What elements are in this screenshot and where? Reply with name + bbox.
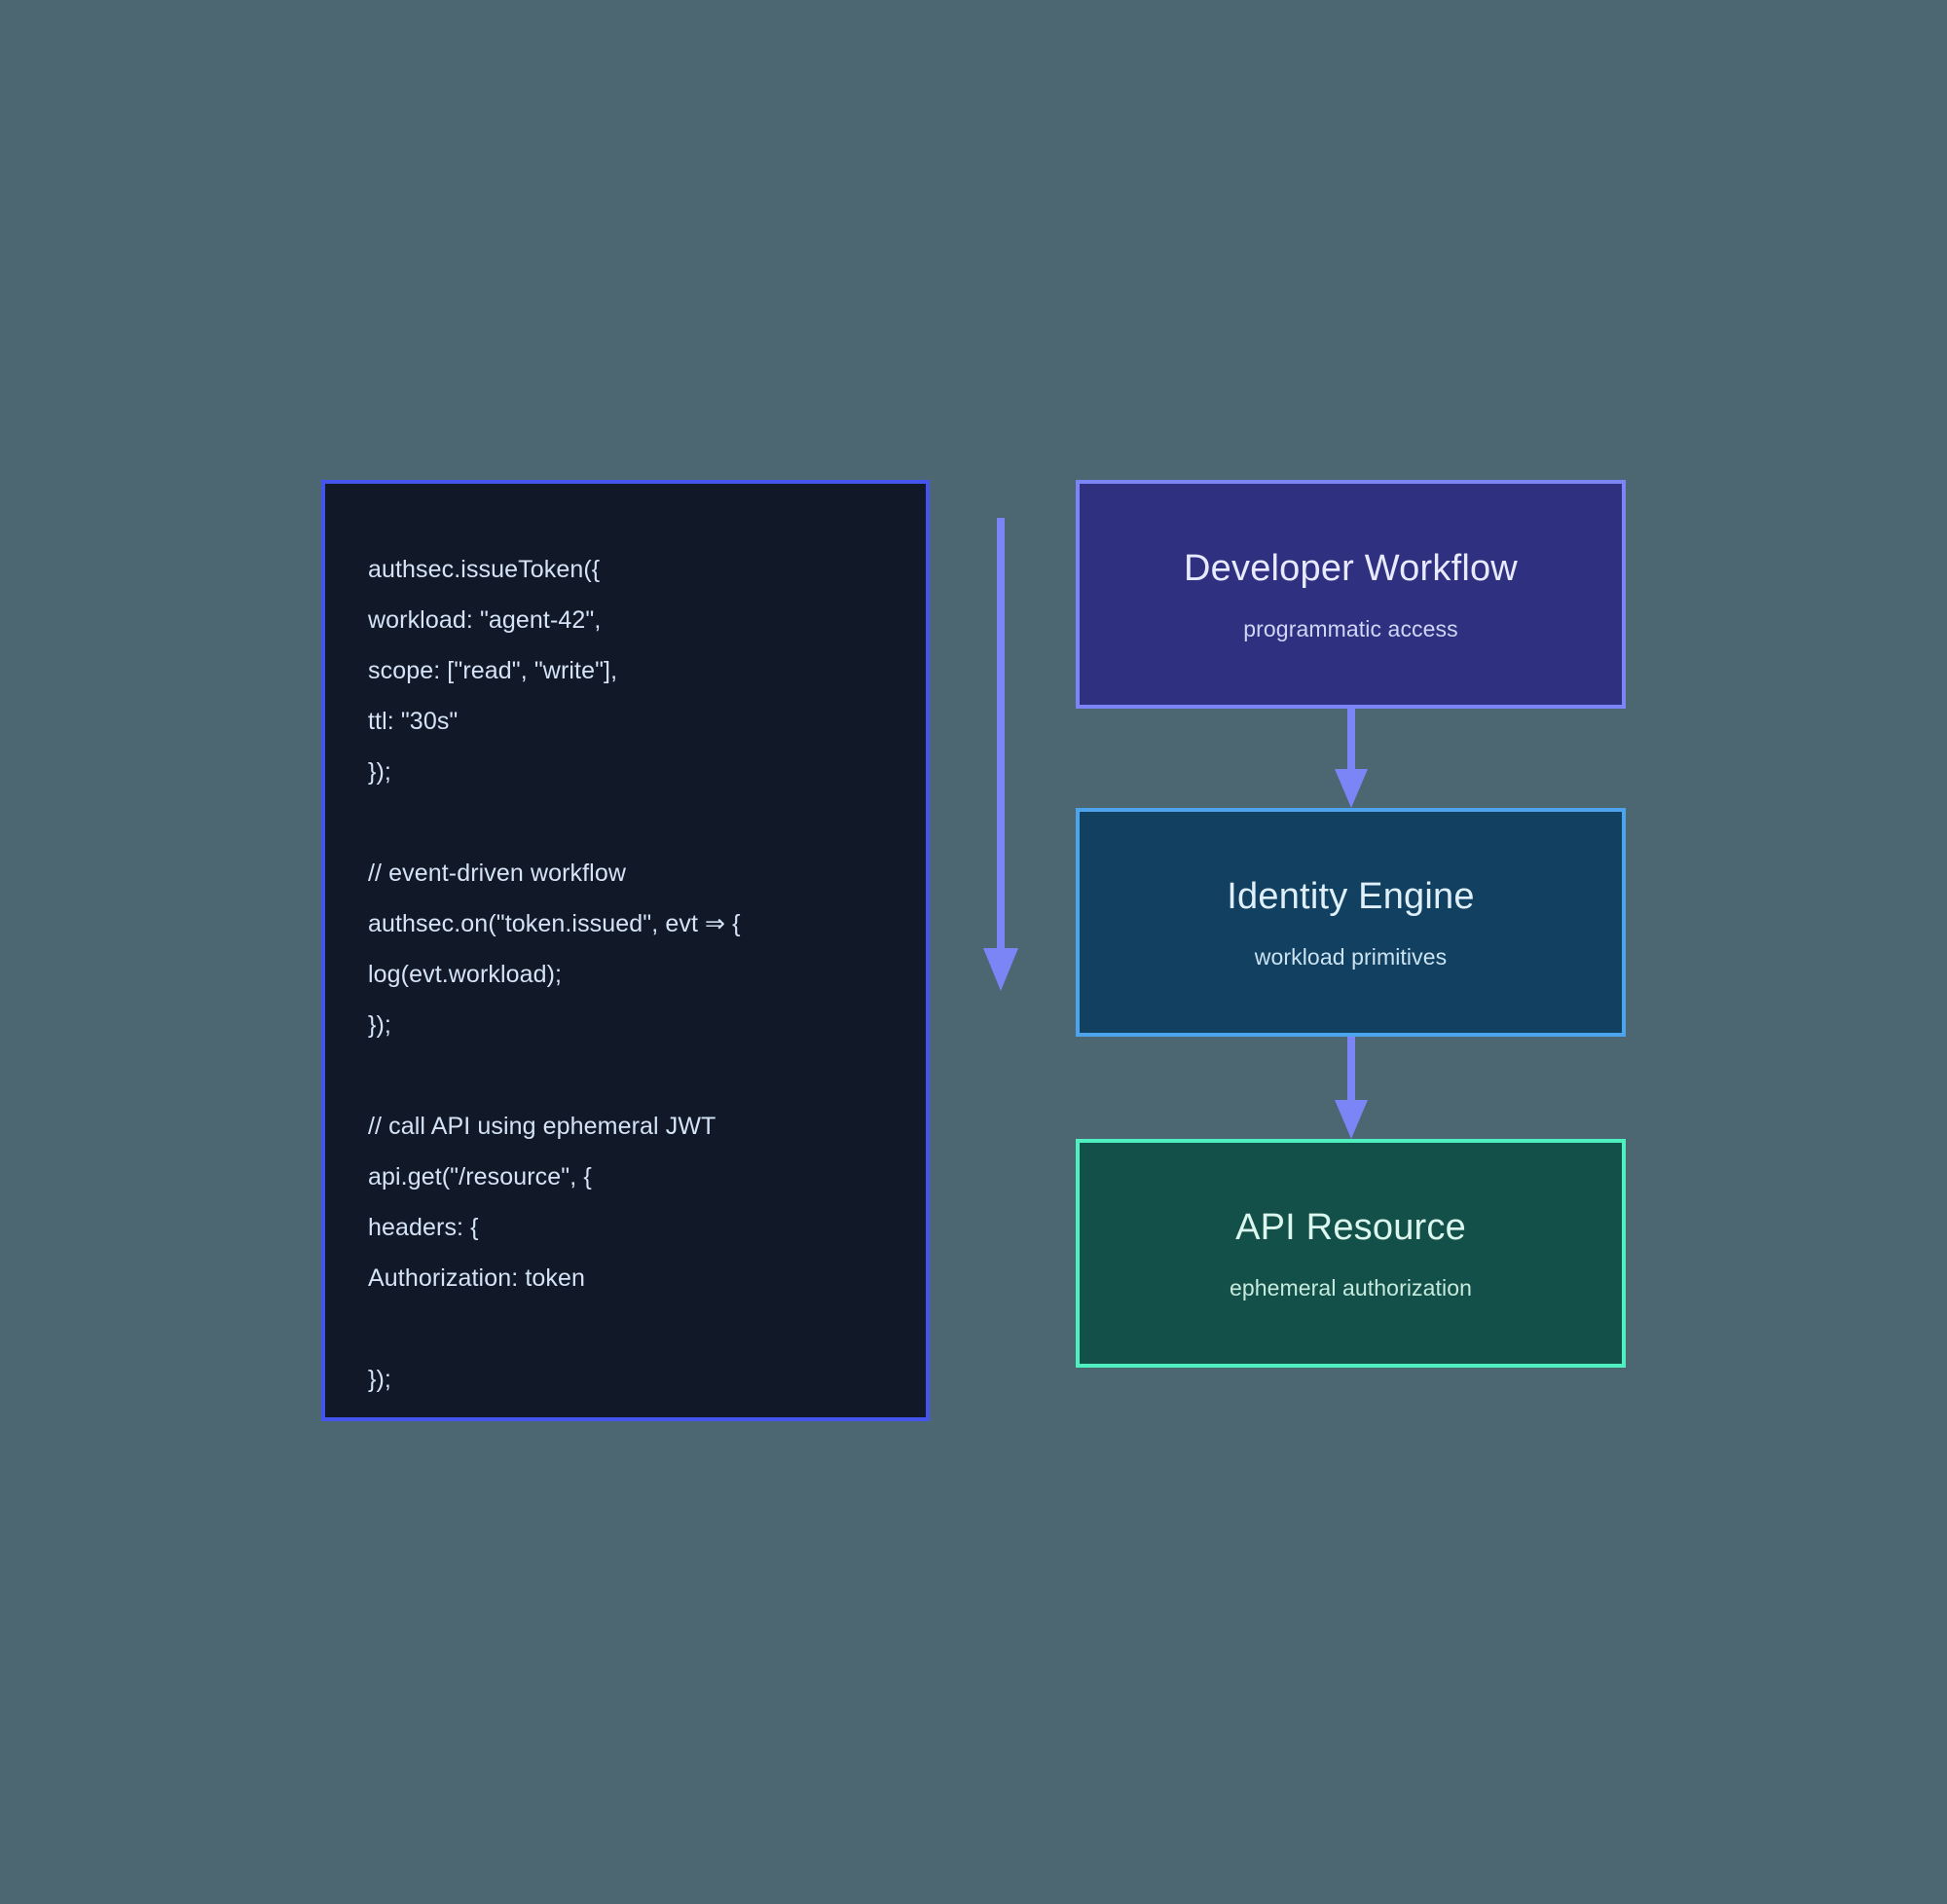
- code-line: Authorization: token: [368, 1264, 585, 1292]
- node-title: Developer Workflow: [1184, 547, 1518, 589]
- node-title: API Resource: [1235, 1206, 1466, 1248]
- code-line: workload: "agent-42",: [368, 606, 602, 634]
- code-line: log(evt.workload);: [368, 961, 563, 988]
- down-arrow-icon: [983, 518, 1018, 991]
- code-line: headers: {: [368, 1214, 479, 1241]
- code-line-blank: [368, 1303, 908, 1354]
- node-api-resource[interactable]: API Resource ephemeral authorization: [1076, 1139, 1626, 1368]
- node-identity-engine[interactable]: Identity Engine workload primitives: [1076, 808, 1626, 1037]
- node-subtitle: programmatic access: [1243, 615, 1458, 641]
- code-line: });: [368, 1366, 391, 1393]
- code-line-blank: [368, 1050, 908, 1101]
- code-line: });: [368, 758, 391, 786]
- node-subtitle: workload primitives: [1254, 943, 1448, 970]
- code-line: api.get("/resource", {: [368, 1163, 592, 1190]
- code-line: authsec.issueToken({: [368, 556, 601, 583]
- code-block: authsec.issueToken({ workload: "agent-42…: [368, 544, 908, 1405]
- node-developer-workflow[interactable]: Developer Workflow programmatic access: [1076, 480, 1626, 709]
- code-line: });: [368, 1011, 391, 1039]
- down-arrow-icon: [1335, 709, 1368, 808]
- code-line: // event-driven workflow: [368, 860, 626, 887]
- code-line: ttl: "30s": [368, 708, 459, 735]
- code-line: authsec.on("token.issued", evt ⇒ {: [368, 910, 741, 937]
- code-line: // call API using ephemeral JWT: [368, 1113, 716, 1140]
- code-line-blank: [368, 797, 908, 848]
- down-arrow-icon: [1335, 1037, 1368, 1139]
- node-title: Identity Engine: [1227, 875, 1475, 917]
- code-line: scope: ["read", "write"],: [368, 657, 618, 684]
- code-panel[interactable]: authsec.issueToken({ workload: "agent-42…: [321, 480, 930, 1421]
- node-subtitle: ephemeral authorization: [1229, 1274, 1473, 1300]
